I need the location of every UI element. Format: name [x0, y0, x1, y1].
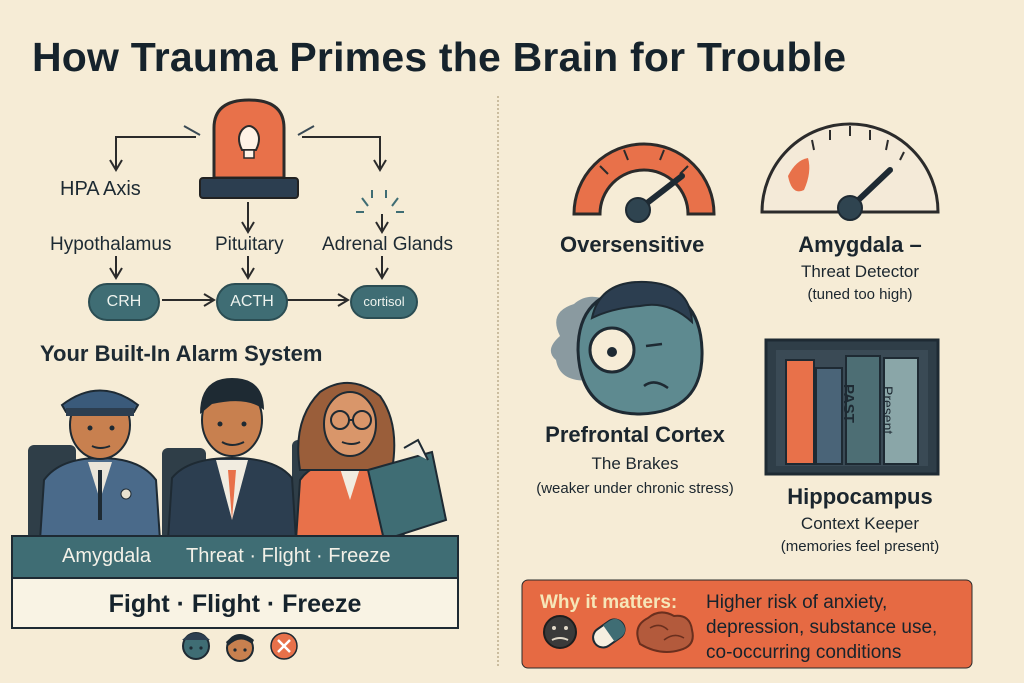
adrenal-sparkle-icon [356, 190, 404, 213]
hpa-axis-heading: HPA Axis [60, 178, 141, 200]
bar-threat-label: Threat · Flight · Freeze [186, 545, 391, 567]
sad-face-icon [543, 615, 577, 649]
book-present-label: Present [880, 386, 896, 435]
amygdala-title: Amygdala – [798, 232, 922, 257]
alarm-heading: Your Built-In Alarm System [40, 341, 323, 366]
cortisol-node: cortisol [350, 285, 418, 319]
page-title: How Trauma Primes the Brain for Trouble [32, 34, 847, 80]
businessman-figure [166, 378, 298, 541]
why-line-2: depression, substance use, [706, 617, 938, 638]
acth-node: ACTH [216, 283, 288, 321]
why-line-1: Higher risk of anxiety, [706, 592, 888, 613]
amygdala-note: (tuned too high) [807, 286, 913, 303]
amygdala-block: Amygdala – Threat Detector (tuned too hi… [770, 232, 950, 303]
pfc-note: (weaker under chronic stress) [536, 480, 734, 497]
pfc-subtitle: The Brakes [591, 454, 679, 473]
woman-reading-figure [294, 381, 448, 542]
adrenal-label: Adrenal Glands [322, 234, 453, 255]
response-text: Fight · Flight · Freeze [108, 590, 362, 618]
amygdala-subtitle: Threat Detector [800, 262, 920, 281]
oversensitive-label: Oversensitive [560, 232, 705, 257]
hippocampus-title: Hippocampus [787, 484, 933, 509]
column-divider [497, 96, 499, 666]
pill-capsule-icon [592, 618, 626, 649]
x-circle-icon [270, 632, 298, 660]
hpa-diagram [109, 98, 404, 307]
pfc-title: Prefrontal Cortex [545, 422, 725, 447]
police-officer-figure [38, 389, 162, 541]
why-line-3: co-occurring conditions [706, 642, 902, 663]
pfc-block: Prefrontal Cortex The Brakes (weaker und… [520, 422, 750, 497]
response-label: Fight · Flight · Freeze [12, 590, 458, 619]
small-face-teal-icon [182, 632, 210, 660]
book-past-label: PAST [840, 384, 857, 423]
why-label: Why it matters: [540, 592, 678, 613]
small-face-brown-icon [226, 634, 254, 662]
stressed-face-icon [550, 280, 704, 416]
hypothalamus-label: Hypothalamus [50, 234, 172, 255]
amygdala-gauge-icon [760, 122, 940, 221]
pituitary-label: Pituitary [215, 234, 284, 255]
bar-amygdala-label: Amygdala [62, 545, 151, 567]
siren-icon [183, 98, 315, 199]
brain-icon [636, 611, 694, 653]
alarm-illustration [11, 378, 459, 662]
why-text: Higher risk of anxiety, depression, subs… [706, 590, 937, 665]
hippocampus-block: Hippocampus Context Keeper (memories fee… [760, 484, 960, 555]
crh-node: CRH [88, 283, 160, 321]
bookshelf-icon [764, 338, 940, 476]
hippocampus-note: (memories feel present) [780, 538, 940, 555]
hippocampus-subtitle: Context Keeper [800, 514, 920, 533]
oversensitive-gauge-icon [572, 142, 716, 223]
